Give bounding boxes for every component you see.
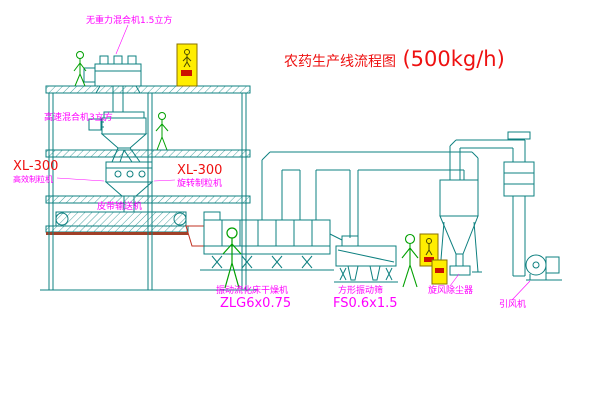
control-cabinet-right-lower <box>431 259 448 285</box>
label-dryer: 振动流化床干燥机 <box>216 284 288 296</box>
label-screen-model: FS0.6x1.5 <box>333 296 398 311</box>
worker-figure-right <box>401 233 419 288</box>
label-screen: 方形振动筛 <box>338 284 383 296</box>
label-granulator-center-name: 旋转制粒机 <box>177 177 222 189</box>
label-fan: 引风机 <box>499 298 526 310</box>
title-capacity: (500kg/h) <box>402 47 504 71</box>
label-granulator-left-model: XL-300 <box>13 159 58 174</box>
cabinet-marking <box>181 70 192 76</box>
label-granulator-center-model: XL-300 <box>177 163 222 178</box>
control-cabinet-top <box>176 43 198 87</box>
cyclone-separator <box>436 139 525 276</box>
label-granulator-left-name: 高效制粒机 <box>13 174 53 184</box>
worker-figure-top <box>73 51 87 87</box>
induced-draft-fan <box>525 254 562 281</box>
fluid-bed-dryer <box>200 211 334 271</box>
building-structure <box>40 85 258 291</box>
exhaust-stack <box>503 131 535 277</box>
operator-icon <box>182 49 192 68</box>
cabinet-marking <box>424 257 434 262</box>
granulator <box>104 161 154 212</box>
control-cabinet-right <box>419 233 439 267</box>
high-speed-mixer <box>88 111 148 163</box>
cabinet-marking <box>435 268 444 273</box>
gravity-mixer <box>83 55 142 112</box>
title-main: 农药生产线流程图 <box>284 54 396 70</box>
label-gravity-mixer: 无重力混合机1.5立方 <box>86 14 172 26</box>
dryer-feed-chute <box>185 225 205 247</box>
leader-lines <box>56 24 531 301</box>
label-high-speed-mixer: 高速混合机3立方 <box>44 111 113 123</box>
worker-figure-mid <box>155 112 169 151</box>
worker-figure-ground <box>222 227 242 289</box>
label-belt-conveyor: 皮带输送机 <box>97 200 142 212</box>
vibrating-screen <box>329 233 398 283</box>
belt-conveyor <box>55 211 187 227</box>
label-cyclone: 旋风除尘器 <box>428 284 473 296</box>
diagram-title: 农药生产线流程图 (500kg/h) <box>284 47 505 71</box>
label-dryer-model: ZLG6x0.75 <box>220 296 291 311</box>
exhaust-duct <box>261 151 479 238</box>
operator-icon <box>425 238 433 256</box>
